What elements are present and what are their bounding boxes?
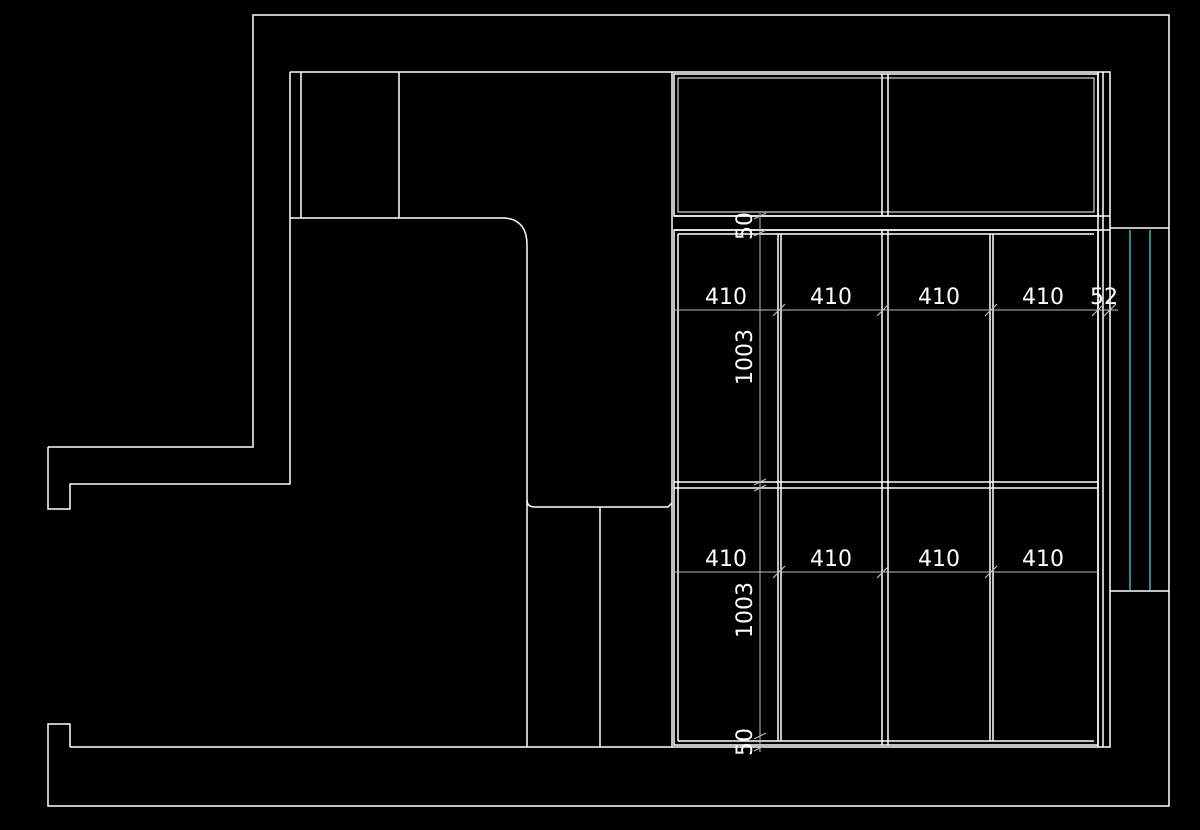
upper-cabinet [673, 72, 1110, 747]
dim-lower-width-2: 410 [810, 547, 852, 572]
window-opening [1110, 227, 1169, 592]
dim-lower-width-4: 410 [1022, 547, 1064, 572]
dim-upper-width-2: 410 [810, 285, 852, 310]
dim-bottom-gap: 50 [733, 728, 758, 756]
dim-upper-height: 1003 [733, 329, 758, 385]
dim-lower-height: 1003 [733, 582, 758, 638]
dimension-labels: 50 50 1003 1003 410 410 410 410 52 410 4… [705, 212, 1118, 756]
dim-lower-width-3: 410 [918, 547, 960, 572]
dim-top-gap: 50 [733, 212, 758, 240]
dimension-lines [674, 212, 1118, 752]
dim-lower-width-1: 410 [705, 547, 747, 572]
dim-upper-width-1: 410 [705, 285, 747, 310]
dim-upper-width-4: 410 [1022, 285, 1064, 310]
wardrobe-grid [673, 229, 1099, 746]
left-room-lines [290, 72, 673, 747]
outer-wall [47, 14, 1170, 807]
dim-upper-end: 52 [1090, 285, 1118, 310]
dim-upper-width-3: 410 [918, 285, 960, 310]
